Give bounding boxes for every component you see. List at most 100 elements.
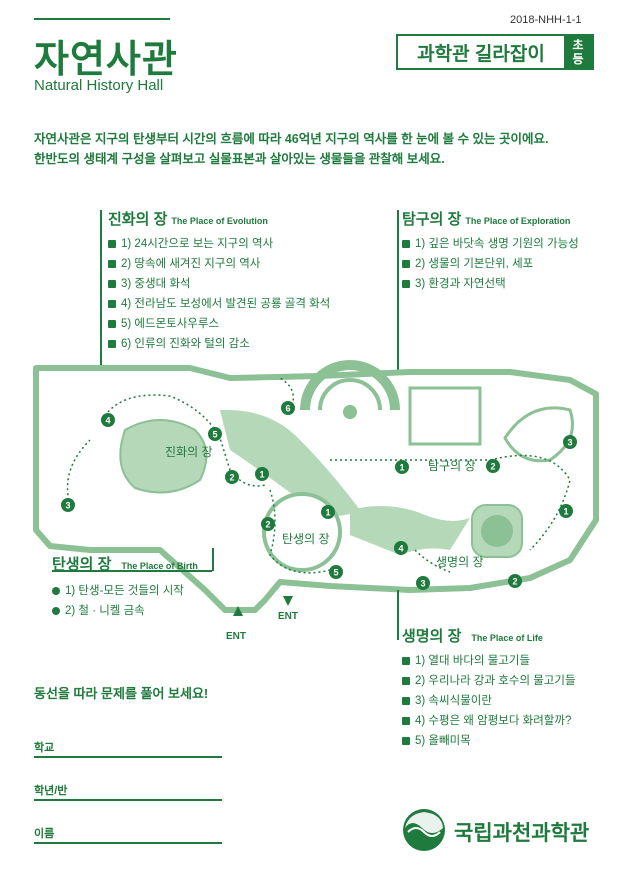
life-item-text: 3) 속씨식물이란 — [415, 695, 492, 707]
life-item-text: 5) 올빼미목 — [415, 735, 471, 747]
svg-text:2: 2 — [490, 462, 495, 472]
marker-evo-5b[interactable] — [329, 565, 343, 579]
evolution-item: 4) 전라남도 보성에서 발견된 공룡 골격 화석 — [108, 295, 330, 311]
marker-birth-1[interactable] — [321, 505, 335, 519]
document-code: 2018-NHH-1-1 — [510, 14, 582, 26]
svg-text:1: 1 — [563, 507, 568, 517]
planet-icon — [52, 586, 60, 595]
evolution-item-text: 5) 에드몬토사우루스 — [121, 318, 220, 330]
entrance-right-arrow[interactable] — [283, 596, 293, 606]
marker-evo-4[interactable] — [101, 413, 115, 427]
birth-leader-tick — [212, 548, 214, 571]
dinosaur-icon — [108, 259, 116, 268]
birth-item: 1) 탄생-모든 것들의 시작 — [52, 582, 198, 598]
life-subtitle: The Place of Life — [471, 633, 543, 643]
route-west — [66, 439, 91, 506]
title-rule — [34, 18, 170, 20]
map-label-birth: 탄생의 장 — [282, 532, 330, 546]
right-room — [503, 406, 574, 463]
life-item: 3) 속씨식물이란 — [402, 692, 576, 708]
intro-line-2: 한반도의 생태계 구성을 살펴보고 실물표본과 살아있는 생물들을 관찰해 보세… — [34, 152, 445, 166]
birth-title: 탄생의 장 — [52, 556, 112, 573]
outer-wall — [33, 365, 599, 613]
exploration-room — [408, 386, 482, 446]
dinosaur-icon — [108, 239, 116, 248]
fish-icon — [402, 656, 410, 665]
page-title: 자연사관 — [34, 39, 178, 81]
marker-exp-2[interactable] — [486, 459, 500, 473]
field-label-grade: 학년/반 — [34, 785, 68, 797]
guide-badge: 과학관 길라잡이 초등 — [396, 34, 594, 70]
evolution-item: 3) 중생대 화석 — [108, 275, 330, 291]
evolution-item: 1) 24시간으로 보는 지구의 역사 — [108, 235, 330, 251]
birth-item: 2) 철 · 니켈 금속 — [52, 602, 198, 618]
evolution-item-text: 6) 인류의 진화와 털의 감소 — [121, 338, 250, 350]
marker-evo-1[interactable] — [255, 467, 269, 481]
section-birth: 탄생의 장 The Place of Birth 1) 탄생-모든 것들의 시작 2… — [52, 553, 198, 622]
life-title: 생명의 장 — [402, 628, 462, 645]
exploration-item-text: 2) 생물의 기본단위, 세포 — [415, 258, 534, 270]
diagonal-display — [220, 409, 360, 516]
entrance-left-arrow[interactable] — [233, 606, 243, 616]
marker-exp-1[interactable] — [395, 460, 409, 474]
fish-icon — [402, 696, 410, 705]
taegeuk-logo-icon — [403, 809, 445, 851]
marker-evo-6[interactable] — [281, 401, 295, 415]
svg-text:1: 1 — [325, 508, 330, 518]
page-subtitle: Natural History Hall — [34, 77, 164, 94]
exploration-item-text: 1) 깊은 바닷속 생명 기원의 가능성 — [415, 238, 579, 250]
marker-life-4[interactable] — [394, 541, 408, 555]
svg-text:2: 2 — [229, 473, 234, 483]
life-item-text: 2) 우리나라 강과 호수의 물고기들 — [415, 675, 576, 687]
birth-leader-line — [52, 570, 212, 572]
theater-center — [343, 405, 357, 419]
theater-arc — [300, 360, 400, 411]
svg-text:5: 5 — [333, 568, 338, 578]
map-label-exploration: 탐구의 장 — [428, 459, 476, 473]
svg-text:3: 3 — [420, 579, 425, 589]
section-life: 생명의 장 The Place of Life 1) 열대 바다의 물고기들 2) … — [402, 625, 576, 752]
svg-text:4: 4 — [105, 416, 110, 426]
exploration-leader-line — [397, 210, 399, 370]
floor-map: 4 5 6 3 2 1 1 2 5 1 2 3 1 2 3 4 — [33, 360, 599, 616]
dinosaur-icon — [108, 339, 116, 348]
field-name-line[interactable] — [34, 842, 222, 844]
marker-exp-3[interactable] — [563, 435, 577, 449]
guide-level-text: 초등 — [572, 38, 584, 66]
field-grade-line[interactable] — [34, 799, 222, 801]
dinosaur-icon — [108, 299, 116, 308]
guide-label: 과학관 길라잡이 — [417, 43, 545, 65]
marker-life-2[interactable] — [508, 574, 522, 588]
exploration-title: 탐구의 장 — [402, 211, 462, 228]
birth-item-text: 2) 철 · 니켈 금속 — [65, 605, 145, 617]
fish-icon — [402, 676, 410, 685]
flame-icon — [402, 279, 410, 288]
life-item: 5) 올빼미목 — [402, 732, 576, 748]
intro-line-1: 자연사관은 지구의 탄생부터 시간의 흐름에 따라 46억년 지구의 역사를 한… — [34, 132, 549, 146]
marker-evo-2[interactable] — [225, 470, 239, 484]
marker-birth-2[interactable] — [261, 517, 275, 531]
dinosaur-icon — [108, 319, 116, 328]
planet-icon — [52, 606, 60, 615]
marker-evo-3[interactable] — [61, 498, 75, 512]
evolution-subtitle: The Place of Evolution — [171, 216, 268, 226]
svg-text:2: 2 — [512, 577, 517, 587]
life-item: 1) 열대 바다의 물고기들 — [402, 652, 576, 668]
guide-level: 초등 — [564, 36, 592, 68]
field-school-line[interactable] — [34, 756, 222, 758]
evolution-island — [119, 419, 208, 494]
birth-subtitle: The Place of Birth — [121, 561, 198, 571]
marker-life-1[interactable] — [559, 504, 573, 518]
worksheet-prompt: 동선을 따라 문제를 풀어 보세요! — [34, 686, 209, 701]
marker-life-3[interactable] — [416, 576, 430, 590]
evolution-item-text: 3) 중생대 화석 — [121, 278, 191, 290]
life-item-text: 1) 열대 바다의 물고기들 — [415, 655, 531, 667]
evolution-leader-line — [100, 210, 102, 370]
fish-icon — [402, 736, 410, 745]
flame-icon — [402, 259, 410, 268]
marker-evo-5[interactable] — [208, 427, 222, 441]
evolution-item: 6) 인류의 진화와 털의 감소 — [108, 335, 330, 351]
life-display-circle — [481, 515, 513, 547]
life-item-text: 4) 수평은 왜 암평보다 화려할까? — [415, 715, 572, 727]
